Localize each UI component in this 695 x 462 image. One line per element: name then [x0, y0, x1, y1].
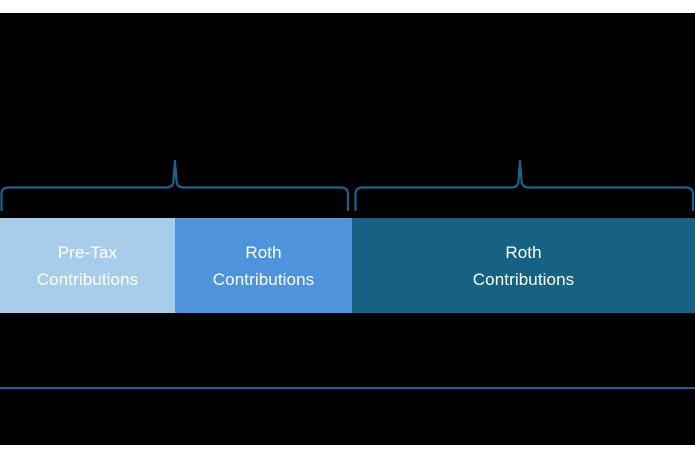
segment-label-line2: Contributions — [472, 269, 575, 289]
diagram-body: Pre-Tax Contributions Roth Contributions… — [0, 13, 695, 445]
bar-segment-roth-contributions-employee[interactable]: Roth Contributions — [175, 218, 352, 313]
segment-label-line1: Roth — [245, 242, 282, 262]
bar-segment-roth-contributions-employer[interactable]: Roth Contributions — [352, 218, 695, 313]
segment-label-line2: Contributions — [212, 269, 315, 289]
segment-label-line2: Contributions — [36, 269, 139, 289]
segmented-bar: Pre-Tax Contributions Roth Contributions… — [0, 218, 695, 313]
brace-left-path — [0, 159, 350, 211]
brace-right-path — [354, 159, 695, 211]
divider-rule — [0, 387, 695, 389]
bar-segment-pre-tax-contributions[interactable]: Pre-Tax Contributions — [0, 218, 175, 313]
segment-label-line1: Pre-Tax — [57, 242, 118, 262]
brace-group — [0, 153, 695, 215]
segment-label-line1: Roth — [505, 242, 542, 262]
